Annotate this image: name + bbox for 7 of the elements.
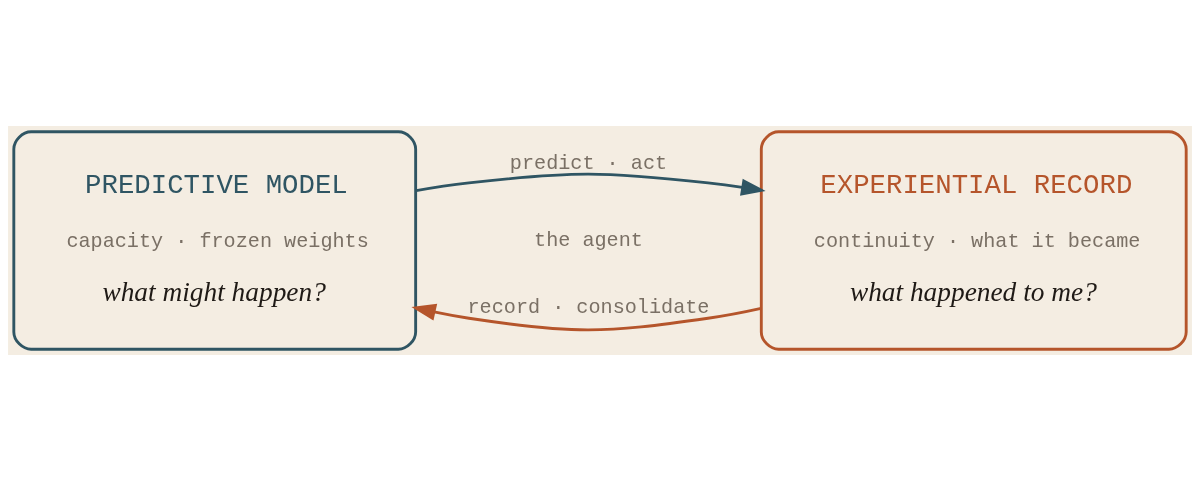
- node-box: EXPERIENTIAL RECORD continuity · what it became what happened to me?: [759, 130, 1188, 351]
- arrow: [415, 172, 766, 196]
- arrow: [411, 303, 762, 332]
- node-box: PREDICTIVE MODEL capacity · frozen weights what might happen?: [12, 130, 418, 351]
- label: the agent: [534, 228, 643, 252]
- edge-label: predict · act: [509, 151, 668, 175]
- edge-label: record · consolidate: [467, 295, 710, 319]
